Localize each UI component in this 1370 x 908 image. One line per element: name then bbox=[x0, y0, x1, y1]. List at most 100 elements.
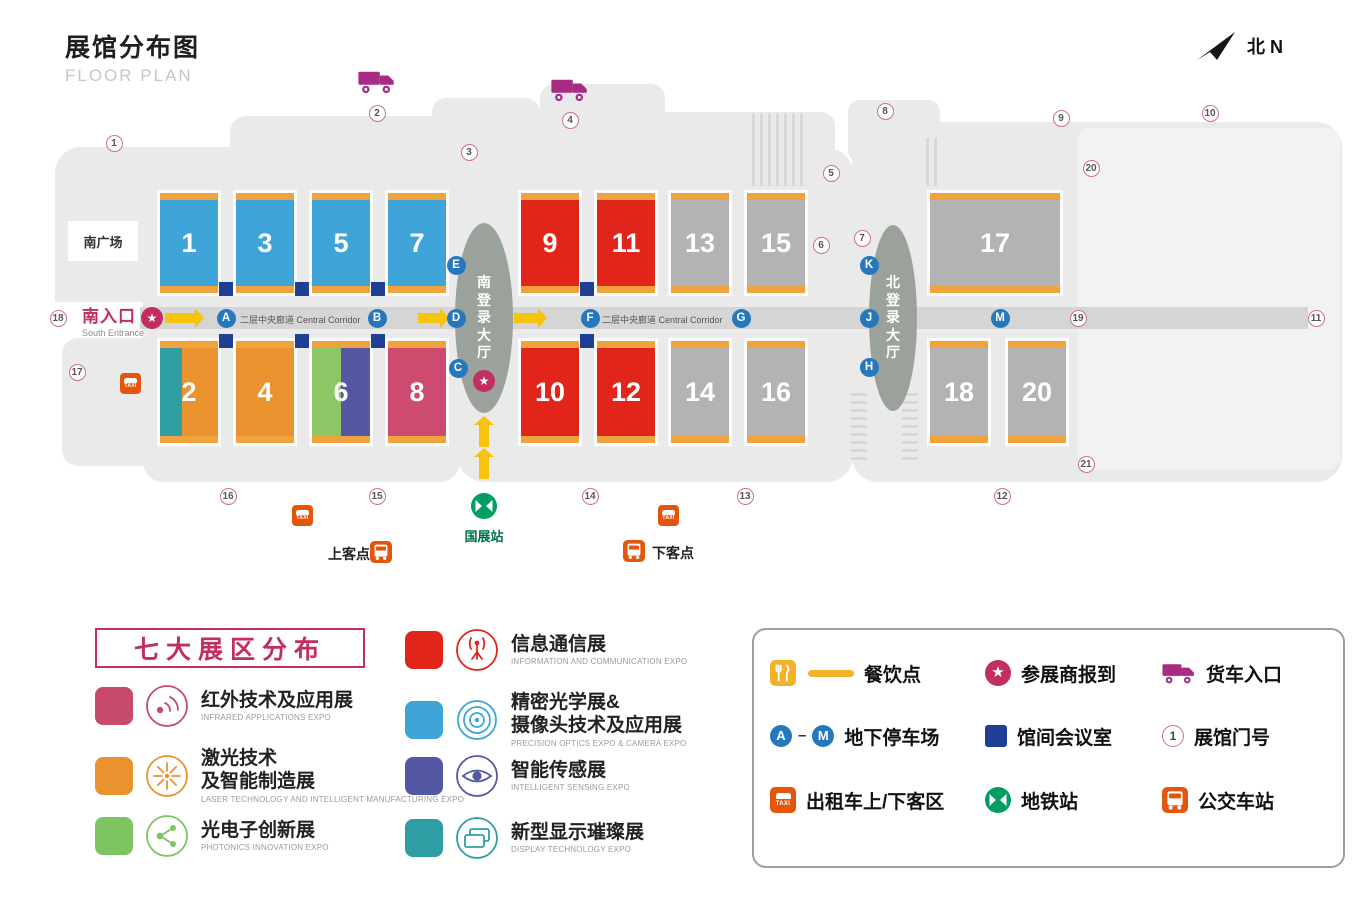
complex-outline bbox=[1078, 128, 1340, 470]
hall-number-label: 13 bbox=[684, 227, 716, 258]
zones-legend-title: 七大展区分布 bbox=[95, 628, 365, 668]
facility-label: 地铁站 bbox=[1021, 791, 1079, 813]
hall-color-segment bbox=[671, 348, 729, 436]
hall-number-label: 16 bbox=[760, 376, 792, 407]
direction-arrow bbox=[418, 308, 449, 328]
exhibitor-checkin-star-icon: ★ bbox=[473, 370, 495, 392]
corridor-label-south: 二层中央廊道 Central Corridor bbox=[240, 315, 361, 325]
hall-body bbox=[312, 200, 370, 286]
hall-body bbox=[671, 348, 729, 436]
zone-name-cn: 摄像头技术及应用展 bbox=[511, 714, 683, 736]
hall-color-segment bbox=[930, 348, 988, 436]
zone-color-swatch bbox=[405, 757, 443, 795]
gate-marker-19: 19 bbox=[1069, 309, 1087, 327]
parking-marker-C: C bbox=[448, 358, 468, 378]
gate-marker-1: 1 bbox=[105, 134, 123, 152]
zone-row-right-0: 信息通信展 INFORMATION AND COMMUNICATION EXPO bbox=[405, 628, 687, 672]
sensing-icon bbox=[455, 754, 499, 798]
hall-body bbox=[236, 348, 294, 436]
hall-color-segment bbox=[597, 348, 655, 436]
hall-number-label: 4 bbox=[257, 376, 273, 407]
meeting-room-block bbox=[371, 334, 385, 348]
hall-number-label: 2 bbox=[181, 376, 197, 407]
facility-item-bus: 公交车站 bbox=[1162, 785, 1274, 815]
complex-detail bbox=[902, 388, 918, 460]
hall-color-segment bbox=[930, 200, 1060, 286]
hall-number-label: 3 bbox=[257, 227, 273, 258]
taxi-icon: TAXI bbox=[770, 787, 796, 813]
facility-item-truck: 货车入口 bbox=[1162, 658, 1282, 688]
gate-marker-18: 18 bbox=[49, 309, 67, 327]
hall-body bbox=[236, 200, 294, 286]
hall-number-label: 17 bbox=[979, 227, 1011, 258]
zone-name-cn: 精密光学展& bbox=[511, 692, 620, 713]
hall-body bbox=[671, 200, 729, 286]
hall-body bbox=[747, 348, 805, 436]
parking-marker-B: B bbox=[367, 308, 387, 328]
zone-name-cn: 光电子创新展 bbox=[201, 819, 316, 841]
gate-marker-8: 8 bbox=[876, 102, 894, 120]
zone-name-cn: 智能传感展 bbox=[511, 759, 607, 781]
facility-label: 地下停车场 bbox=[844, 727, 940, 749]
hall-body bbox=[597, 348, 655, 436]
zone-name-cn: 新型显示璀璨展 bbox=[511, 821, 645, 843]
exhibitor-checkin-star-icon: ★ bbox=[141, 307, 163, 329]
complex-detail bbox=[926, 138, 942, 186]
hall-color-segment bbox=[160, 200, 218, 286]
zone-name-en: INFORMATION AND COMMUNICATION EXPO bbox=[511, 657, 688, 667]
infocomm-icon bbox=[455, 628, 499, 672]
hall-5: 5 bbox=[312, 193, 370, 293]
hall-10: 10 bbox=[521, 341, 579, 443]
hall-color-segment bbox=[521, 348, 579, 436]
bus-icon bbox=[370, 541, 392, 563]
hallnum-icon: 1 bbox=[1162, 725, 1184, 747]
gate-marker-10: 10 bbox=[1201, 104, 1219, 122]
gate-marker-5: 5 bbox=[822, 164, 840, 182]
zone-name-cn: 信息通信展 bbox=[511, 633, 607, 655]
hall-12: 12 bbox=[597, 341, 655, 443]
optics-icon bbox=[455, 698, 499, 742]
hall-1: 1 bbox=[160, 193, 218, 293]
south-lobby-label: 南登录大厅 bbox=[477, 274, 491, 361]
hall-14: 14 bbox=[671, 341, 729, 443]
south-entrance-en: South Entrance bbox=[82, 328, 145, 338]
hall-18: 18 bbox=[930, 341, 988, 443]
hall-15: 15 bbox=[747, 193, 805, 293]
page-header: 展馆分布图 FLOOR PLAN bbox=[65, 28, 200, 86]
hall-body bbox=[388, 348, 446, 436]
direction-arrow bbox=[474, 448, 494, 479]
truck-icon bbox=[1162, 661, 1196, 685]
south-plaza: 南广场 bbox=[68, 221, 138, 261]
zone-color-swatch bbox=[405, 819, 443, 857]
hall-2: 2 bbox=[160, 341, 218, 443]
direction-arrow bbox=[514, 308, 547, 328]
zone-name-cn: 红外技术及应用展 bbox=[201, 689, 354, 711]
zone-name-cn: 及智能制造展 bbox=[201, 770, 316, 792]
bus-icon bbox=[1162, 787, 1188, 813]
parking-marker-E: E bbox=[446, 255, 466, 275]
gate-marker-13: 13 bbox=[736, 487, 754, 505]
hall-color-segment bbox=[388, 348, 446, 436]
hall-number-label: 1 bbox=[181, 227, 197, 258]
hall-9: 9 bbox=[521, 193, 579, 293]
south-entrance-label: 南入口 South Entrance bbox=[82, 302, 144, 338]
gate-marker-3: 3 bbox=[460, 143, 478, 161]
meeting-room-block bbox=[580, 334, 594, 348]
south-entrance-cn: 南入口 bbox=[82, 307, 136, 326]
hall-number-label: 14 bbox=[684, 376, 716, 407]
gate-marker-7: 7 bbox=[853, 229, 871, 247]
gate-marker-2: 2 bbox=[368, 104, 386, 122]
taxi-icon: TAXI bbox=[658, 505, 679, 526]
hall-20: 20 bbox=[1008, 341, 1066, 443]
hall-body bbox=[930, 200, 1060, 286]
complex-outline bbox=[62, 338, 172, 466]
hall-4: 4 bbox=[236, 341, 294, 443]
hall-body bbox=[597, 200, 655, 286]
taxi-icon: TAXI bbox=[120, 373, 141, 394]
